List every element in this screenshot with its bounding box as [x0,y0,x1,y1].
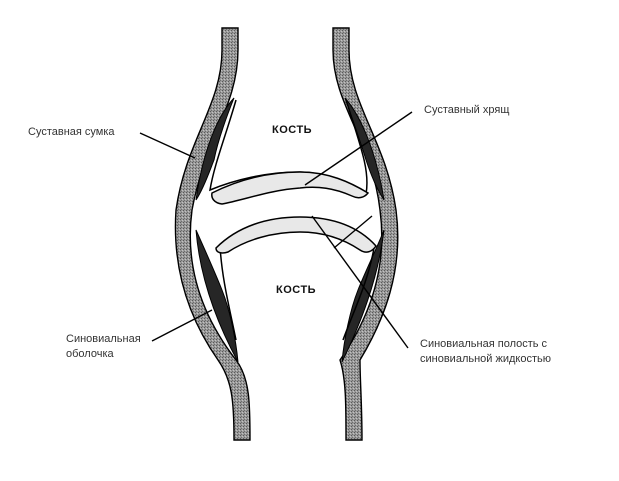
upper-bone-label: КОСТЬ [272,124,312,136]
right-synovial-membrane-lower [341,229,385,363]
membrane-leader-line [151,309,213,342]
capsule-label: Суставная сумка [28,126,115,138]
lower-articular-cartilage [215,216,377,254]
capsule-leader-line [139,132,196,159]
cartilage-label: Суставный хрящ [424,104,509,116]
cartilage-leader-line [304,111,413,186]
synovial-cavity-label-line2: синовиальной жидкостью [420,353,551,365]
cavity-leader-line-2 [333,215,373,249]
synovial-membrane-label-line1: Синовиальная [66,333,141,345]
left-synovial-membrane-lower [195,229,239,363]
upper-articular-cartilage [211,171,370,205]
right-joint-capsule [332,27,399,441]
cavity-leader-line-1 [311,215,409,349]
left-synovial-membrane-upper [195,97,235,201]
synovial-membrane-label-line2: оболочка [66,348,114,360]
synovial-cavity-label-line1: Синовиальная полость с [420,338,548,350]
lower-bone-label: КОСТЬ [276,284,316,296]
